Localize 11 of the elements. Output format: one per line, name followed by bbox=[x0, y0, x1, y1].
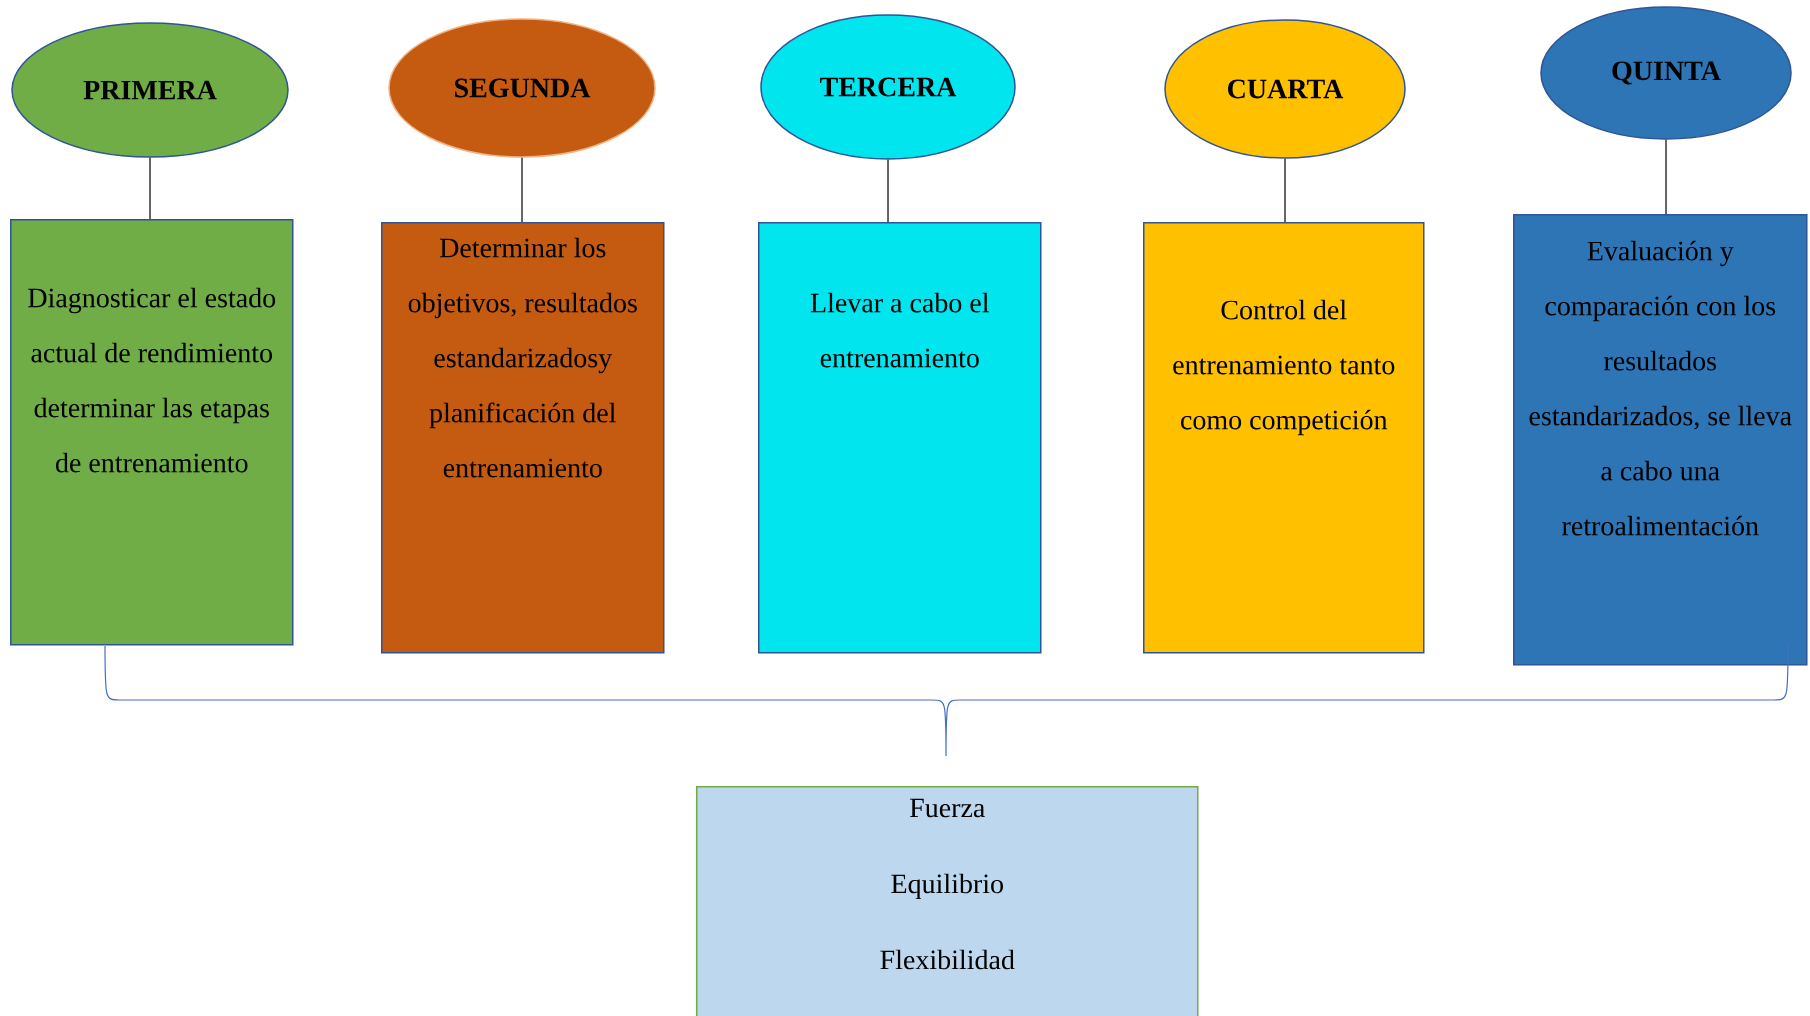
connector-line bbox=[149, 157, 151, 220]
description-box: Evaluación y comparación con los resultados estandarizados, se lleva a cabo una retroalimentación bbox=[1513, 214, 1808, 666]
connector-line bbox=[1665, 139, 1667, 215]
description-box: Diagnosticar el estado actual de rendimiento determinar las etapas de entrenamiento bbox=[10, 219, 294, 646]
connector-line bbox=[887, 159, 889, 223]
connector-line bbox=[1284, 158, 1286, 223]
description-box: Control del entrenamiento tanto como competición bbox=[1143, 222, 1425, 654]
description-box: Llevar a cabo el entrenamiento bbox=[758, 222, 1042, 654]
connector-line bbox=[521, 157, 523, 223]
skills-box: Fuerza Equilibrio Flexibilidad bbox=[696, 786, 1199, 1016]
description-box: Determinar los objetivos, resultados estandarizadosy planificación del entrenamiento bbox=[381, 222, 665, 654]
